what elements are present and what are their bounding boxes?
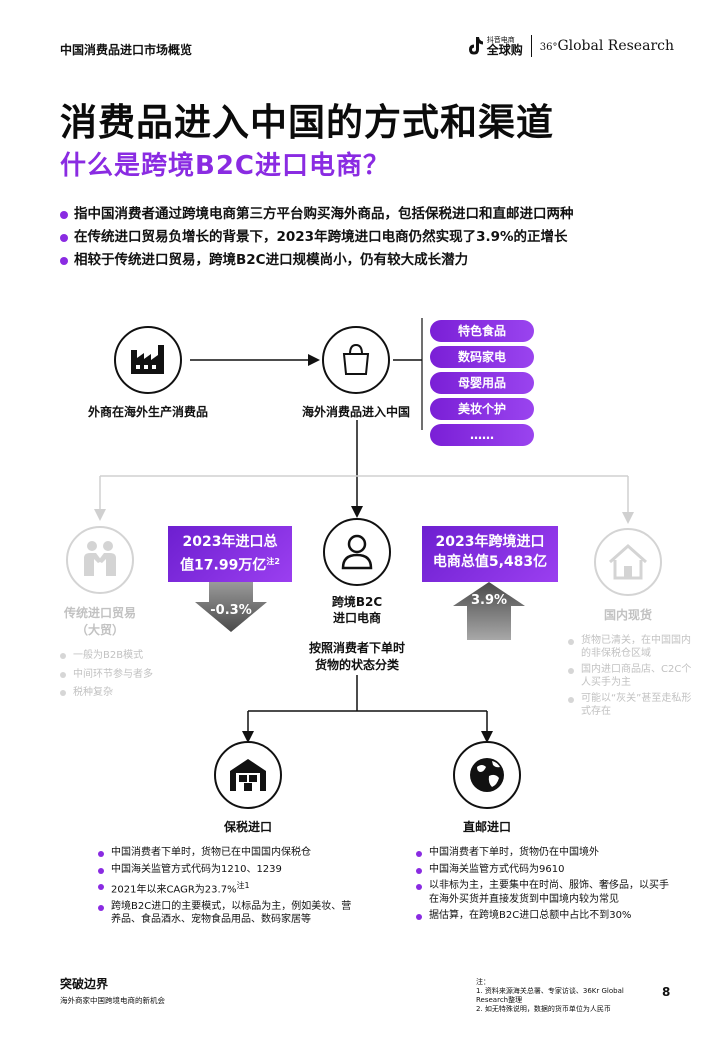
traditional-label: 传统进口贸易 bbox=[63, 606, 136, 620]
stat-import-line2: 值17.99万亿注2 bbox=[180, 557, 280, 574]
category-pill: 数码家电 bbox=[430, 346, 534, 368]
stat-crossborder-total: 2023年跨境进口 电商总值5,483亿 bbox=[422, 526, 558, 582]
logo-group: 抖音电商 全球购 36°Global Research bbox=[466, 33, 674, 59]
goods-node bbox=[322, 326, 390, 394]
list-item: 中国海关监管方式代码为1210、1239 bbox=[98, 863, 358, 877]
shopping-bag-icon bbox=[342, 343, 370, 375]
list-item: 国内进口商品店、C2C个人买手为主 bbox=[568, 663, 692, 689]
traditional-node bbox=[66, 526, 134, 594]
list-item: 税种复杂 bbox=[60, 685, 210, 701]
b2c-node bbox=[323, 518, 391, 586]
factory-node bbox=[114, 326, 182, 394]
list-item: 货物已清关，在中国国内的非保税仓区域 bbox=[568, 634, 692, 660]
footnotes: 注： 1. 资料来源海关总署、专家访谈、36Kr Global Research… bbox=[476, 978, 636, 1014]
category-pill: 母婴用品 bbox=[430, 372, 534, 394]
footnote-2: 2. 如无特殊说明，数据的货币单位为人民币 bbox=[476, 1005, 611, 1013]
handshake-icon bbox=[84, 541, 116, 576]
domestic-label: 国内现货 bbox=[603, 608, 652, 622]
direct-list: 中国消费者下单时，货物仍在中国境外 中国海关监管方式代码为9610 以非标为主，… bbox=[416, 846, 672, 926]
domestic-list: 货物已清关，在中国国内的非保税仓区域 国内进口商品店、C2C个人买手为主 可能以… bbox=[568, 634, 692, 721]
bullet-item: 相较于传统进口贸易，跨境B2C进口规模尚小，仍有较大成长潜力 bbox=[60, 249, 680, 272]
logo-gr-number: 36° bbox=[539, 42, 558, 53]
logo-small-text: 抖音电商 bbox=[486, 35, 515, 44]
logo-divider bbox=[530, 35, 532, 57]
list-item: 一般为B2B模式 bbox=[60, 648, 210, 664]
factory-label: 外商在海外生产消费品 bbox=[87, 405, 208, 419]
direct-label: 直邮进口 bbox=[462, 820, 511, 834]
house-icon bbox=[609, 543, 647, 580]
list-item: 中国消费者下单时，货物已在中国国内保税仓 bbox=[98, 846, 358, 860]
logo-gr-text: Global Research bbox=[557, 38, 674, 54]
list-item: 跨境B2C进口的主要模式，以标品为主，例如美妆、营养品、食品酒水、宠物食品用品、… bbox=[98, 900, 358, 927]
list-item: 2021年以来CAGR为23.7%注1 bbox=[98, 879, 358, 897]
domestic-node bbox=[594, 528, 662, 596]
tiktok-icon bbox=[468, 37, 483, 55]
stat-import-total: 2023年进口总 值17.99万亿注2 bbox=[168, 526, 292, 582]
stat-cb-line1: 2023年跨境进口 bbox=[435, 534, 545, 550]
list-item: 以非标为主，主要集中在时尚、服饰、奢侈品，以买手在海外买货并直接发货到中国境内较… bbox=[416, 879, 672, 906]
b2c-label: 跨境B2C 进口电商 bbox=[297, 594, 417, 626]
list-item: 中间环节参与者多 bbox=[60, 667, 210, 683]
footnote-1: 1. 资料来源海关总署、专家访谈、36Kr Global Research整理 bbox=[476, 987, 624, 1004]
page-subtitle: 什么是跨境B2C进口电商？ bbox=[60, 151, 390, 181]
logo-big-text: 全球购 bbox=[486, 42, 523, 57]
import-change: -0.3% bbox=[210, 603, 252, 618]
list-item: 可能以“灰关”甚至走私形式存在 bbox=[568, 692, 692, 718]
down-arrow-icon bbox=[195, 582, 267, 632]
category-pill: 特色食品 bbox=[430, 320, 534, 342]
note-ref: 注1 bbox=[236, 881, 250, 890]
goods-label: 海外消费品进入中国 bbox=[301, 405, 410, 419]
crossborder-change: 3.9% bbox=[470, 593, 508, 608]
page-number: 8 bbox=[662, 985, 671, 999]
stat-cb-line2: 电商总值5,483亿 bbox=[432, 554, 548, 570]
bonded-list: 中国消费者下单时，货物已在中国国内保税仓 中国海关监管方式代码为1210、123… bbox=[98, 846, 358, 930]
warehouse-icon bbox=[230, 759, 266, 791]
category-pill: 美妆个护 bbox=[430, 398, 534, 420]
section-header: 中国消费品进口市场概览 bbox=[60, 43, 193, 57]
footnotes-title: 注： bbox=[476, 978, 490, 986]
up-arrow-icon bbox=[453, 582, 525, 640]
bonded-node bbox=[214, 741, 282, 809]
direct-node bbox=[453, 741, 521, 809]
list-item: 据估算，在跨境B2C进口总额中占比不到30% bbox=[416, 909, 672, 923]
category-pill: …… bbox=[430, 424, 534, 446]
page-title: 消费品进入中国的方式和渠道 bbox=[60, 101, 554, 144]
stat-import-line1: 2023年进口总 bbox=[182, 534, 278, 550]
bullet-item: 指中国消费者通过跨境电商第三方平台购买海外商品，包括保税进口和直邮进口两种 bbox=[60, 203, 680, 226]
intro-bullets: 指中国消费者通过跨境电商第三方平台购买海外商品，包括保税进口和直邮进口两种 在传… bbox=[60, 203, 680, 272]
note-ref: 注2 bbox=[266, 557, 280, 566]
factory-icon bbox=[131, 345, 164, 374]
globe-icon bbox=[470, 758, 504, 792]
b2c-label-line2: 进口电商 bbox=[332, 611, 381, 625]
footer-tagline: 海外商家中国跨境电商的新机会 bbox=[60, 996, 165, 1005]
person-icon bbox=[341, 534, 373, 570]
global-research-logo: 36°Global Research bbox=[540, 38, 674, 54]
classify-label: 按照消费者下单时 货物的状态分类 bbox=[277, 640, 437, 674]
traditional-list: 一般为B2B模式 中间环节参与者多 税种复杂 bbox=[60, 648, 210, 704]
classify-line1: 按照消费者下单时 bbox=[308, 641, 405, 655]
traditional-sublabel: （大贸） bbox=[75, 623, 124, 637]
bullet-item: 在传统进口贸易负增长的背景下，2023年跨境进口电商仍然实现了3.9%的正增长 bbox=[60, 226, 680, 249]
douyin-global-logo: 抖音电商 全球购 bbox=[466, 36, 523, 57]
bonded-label: 保税进口 bbox=[223, 820, 272, 834]
b2c-label-line1: 跨境B2C bbox=[331, 595, 383, 609]
list-item: 中国海关监管方式代码为9610 bbox=[416, 863, 672, 877]
classify-line2: 货物的状态分类 bbox=[314, 658, 399, 672]
footer-brand: 突破边界 bbox=[60, 977, 109, 991]
list-item: 中国消费者下单时，货物仍在中国境外 bbox=[416, 846, 672, 860]
